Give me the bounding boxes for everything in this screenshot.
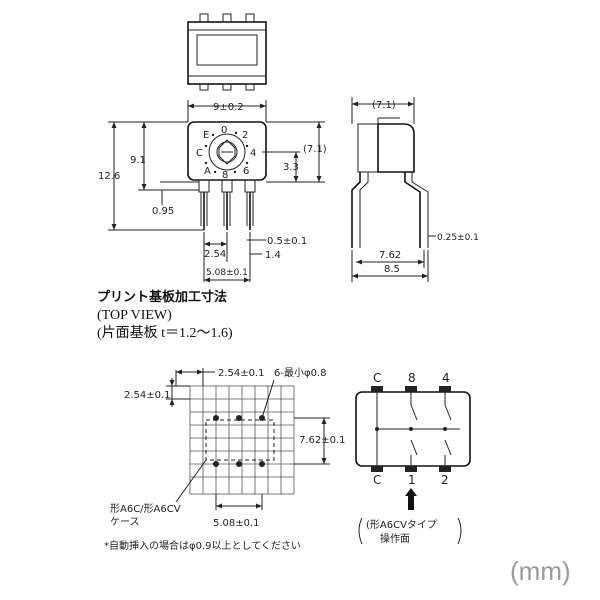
circuit-top-pin-4: 4	[442, 371, 450, 385]
dim-pin-width: 0.5±0.1	[267, 236, 307, 247]
dim-pitch: 2.54	[204, 249, 226, 260]
top-view-body	[187, 21, 267, 85]
circuit-bottom-pin-2: 2	[441, 473, 449, 487]
dial-char-8: 8	[222, 170, 228, 181]
section-title: プリント基板加工寸法	[97, 290, 228, 305]
pcb-dim-pitch-h: 2.54±0.1	[218, 368, 265, 379]
circuit-bottom-pin-C: C	[373, 473, 381, 487]
dim-pin-thickness: 0.95	[152, 206, 174, 217]
case-label-2: ケース	[110, 516, 140, 528]
circuit-top-pin-8: 8	[408, 371, 416, 385]
circuit-top-pin-C: C	[373, 371, 381, 385]
case-label-1: 形A6C/形A6CV	[110, 503, 181, 515]
dial-char-4: 4	[250, 148, 256, 159]
top-view-window	[196, 34, 258, 66]
dim-height-total: 12.6	[98, 171, 120, 182]
top-view	[187, 13, 267, 91]
dim-width: 9±0.2	[213, 102, 244, 113]
dial-char-6: 6	[243, 166, 249, 177]
unit-label: (mm)	[510, 556, 571, 586]
dial-char-C: C	[196, 148, 203, 159]
operation-arrow-icon	[405, 488, 417, 496]
circuit-bottom-pin-1: 1	[408, 473, 416, 487]
side-view-knob	[357, 123, 379, 173]
op-label-2: 操作面	[380, 532, 410, 545]
side-dim-total: 8.5	[384, 264, 400, 275]
hole-5	[236, 461, 242, 467]
circuit-diagram: C 8 4 C 1 2 (形A6CVタイプ 操作面	[355, 371, 471, 545]
dial-circle	[208, 133, 246, 171]
pcb-dim-row: 7.62±0.1	[299, 435, 346, 446]
dial-char-0: 0	[221, 125, 227, 136]
side-view-body	[377, 123, 415, 173]
pcb-dim-span: 5.08±0.1	[213, 518, 260, 529]
dial-char-E: E	[203, 130, 209, 141]
top-pin-left	[199, 13, 209, 23]
side-dim-lead-pitch: 7.62	[379, 250, 401, 261]
section-note: (片面基板 t＝1.2〜1.6)	[97, 326, 233, 341]
case-outline	[205, 419, 275, 461]
side-dim-lead-thickness: 0.25±0.1	[437, 233, 479, 243]
section-header: プリント基板加工寸法 (TOP VIEW) (片面基板 t＝1.2〜1.6)	[97, 289, 327, 343]
top-pin-center	[222, 13, 232, 23]
hole-6	[259, 461, 265, 467]
pcb-grid	[189, 385, 295, 495]
dim-pin-span: 5.08±0.1	[206, 268, 248, 278]
hole-2	[236, 415, 242, 421]
pcb-hole-note: 6-最小φ0.8	[274, 367, 326, 379]
hole-4	[213, 461, 219, 467]
section-subtitle: (TOP VIEW)	[97, 308, 172, 323]
top-pin-right	[245, 13, 255, 23]
op-label-1: (形A6CVタイプ	[366, 519, 437, 531]
side-view: (7.1) 0.25±0.1 7.62 8.5	[351, 97, 479, 282]
pcb-footnote: *自動挿入の場合はφ0.9以上としてください	[104, 539, 301, 552]
dim-pin-offset: 1.4	[265, 250, 281, 261]
dial-char-A: A	[204, 166, 211, 177]
pcb-layout: 2.54±0.1 6-最小φ0.8 2.54±0.1 7.62±0.1 5.08…	[104, 367, 346, 552]
dim-height-body: 9.1	[130, 155, 146, 166]
pcb-dim-pitch-v: 2.54±0.1	[124, 390, 171, 401]
dial-char-2: 2	[242, 130, 248, 141]
front-view: 9±0.2 E 0 2 4 6 8 A C	[98, 100, 327, 283]
side-dim-depth-ref: (7.1)	[372, 100, 396, 111]
hole-1	[213, 415, 219, 421]
dim-center: 3.3	[283, 162, 299, 173]
dim-depth-ref: (7.1)	[303, 144, 327, 155]
